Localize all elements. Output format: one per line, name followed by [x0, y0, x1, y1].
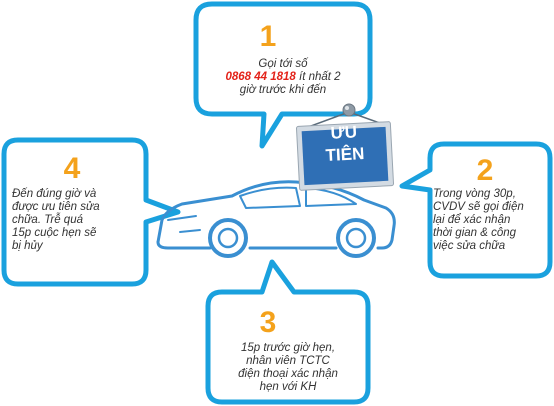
- bubble-4: [1, 137, 181, 287]
- step-3-line: 15p trước giờ hẹn,: [240, 342, 336, 354]
- step-2-line: việc sửa chữa: [433, 240, 506, 252]
- phone-number[interactable]: 0868 44 1818: [225, 71, 296, 83]
- step-3-number: 3: [259, 306, 277, 339]
- step-3-line: nhân viên TCTC: [246, 355, 330, 367]
- step-2-text: Trong vòng 30p, CVDV sẽ gọi điện lại để …: [433, 188, 549, 253]
- step-3-text: 15p trước giờ hẹn, nhân viên TCTC điện t…: [212, 342, 364, 394]
- step-1-line3: giờ trước khi đến: [239, 84, 327, 96]
- step-4-number: 4: [63, 152, 81, 185]
- car-icon: [156, 180, 396, 250]
- step-4-line: chữa. Trễ quá: [12, 214, 83, 226]
- step-2-line: Trong vòng 30p,: [433, 188, 516, 200]
- step-4-line: Đến đúng giờ và: [12, 188, 97, 200]
- step-2-number: 2: [476, 154, 494, 187]
- sign-line2: TIÊN: [325, 144, 365, 166]
- step-4-line: 15p cuộc hẹn sẽ: [12, 227, 97, 239]
- step-4-line: bị hủy: [12, 240, 43, 252]
- step-2-line: lại để xác nhận: [433, 214, 511, 226]
- step-1-line1: Gọi tới số: [258, 58, 308, 70]
- car-wheel-front: [208, 218, 248, 258]
- priority-sign: [295, 103, 395, 191]
- car-wheel-rear: [336, 218, 376, 258]
- pin-icon: [342, 103, 356, 117]
- bubble-1: [193, 1, 373, 149]
- bubble-3: [205, 259, 371, 405]
- step-2-line: thời gian & công: [433, 227, 517, 239]
- step-3-line: điện thoại xác nhận: [238, 368, 338, 380]
- step-3-line: hẹn với KH: [259, 381, 317, 393]
- step-1-line2: ít nhất 2: [299, 71, 341, 83]
- bubble-2: [399, 141, 553, 279]
- step-4-line: được ưu tiên sửa: [12, 201, 100, 213]
- priority-sign-text: ƯU TIÊN: [300, 120, 389, 190]
- step-1-text: Gọi tới số 0868 44 1818 ít nhất 2 giờ tr…: [200, 58, 366, 97]
- step-2-line: CVDV sẽ gọi điện: [433, 201, 524, 213]
- step-1-number: 1: [259, 20, 277, 53]
- step-4-text: Đến đúng giờ và được ưu tiên sửa chữa. T…: [12, 188, 144, 253]
